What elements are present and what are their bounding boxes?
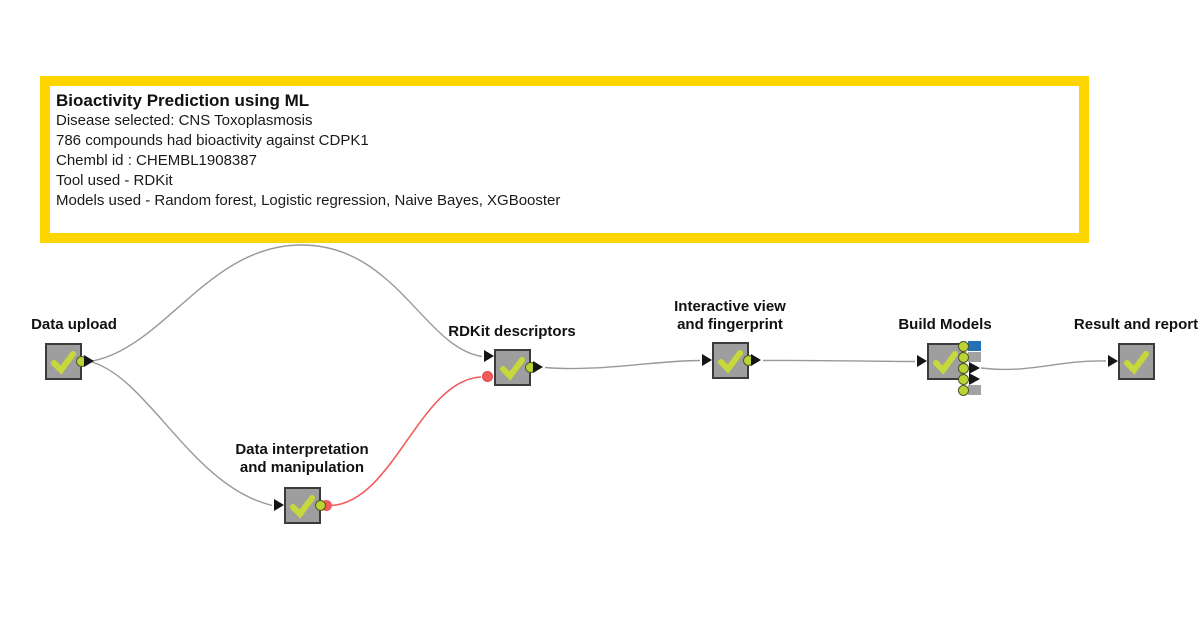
- wire-build-to-result[interactable]: [980, 360, 1107, 371]
- output-port-blue-square[interactable]: [968, 341, 981, 351]
- check-icon: [500, 357, 525, 381]
- output-port-dot[interactable]: [958, 340, 969, 352]
- node-rdkit-descriptors[interactable]: [482, 349, 543, 386]
- node-label-build-models: Build Models: [898, 316, 992, 333]
- wire-upload-to-interpretation[interactable]: [91, 361, 273, 507]
- node-build-models[interactable]: [917, 340, 981, 396]
- output-port-gray-square[interactable]: [968, 352, 981, 362]
- node-label-data-upload: Data upload: [31, 316, 117, 333]
- output-port-triangle[interactable]: [751, 354, 761, 366]
- annotation-line-chembl: Chembl id : CHEMBL1908387: [56, 152, 257, 169]
- input-port-triangle[interactable]: [484, 350, 494, 362]
- annotation-line-models: Models used - Random forest, Logistic re…: [56, 192, 561, 209]
- wire-rdkit-to-interactive[interactable]: [544, 359, 701, 370]
- node-label-data-interpretation: Data interpretation and manipulation: [235, 441, 369, 476]
- output-port-triangle[interactable]: [969, 373, 980, 385]
- input-port-red-dot[interactable]: [482, 371, 493, 382]
- check-icon: [933, 351, 958, 375]
- node-interactive-view[interactable]: [702, 342, 761, 379]
- annotation-line-disease: Disease selected: CNS Toxoplasmosis: [56, 112, 313, 129]
- node-label-rdkit-descriptors: RDKit descriptors: [448, 323, 576, 340]
- check-icon: [718, 350, 743, 374]
- annotation-line-compounds: 786 compounds had bioactivity against CD…: [56, 132, 369, 149]
- node-data-upload[interactable]: [45, 343, 94, 380]
- input-port-triangle[interactable]: [917, 355, 927, 367]
- node-label-interactive-view: Interactive view and fingerprint: [674, 298, 786, 333]
- check-icon: [1124, 351, 1149, 375]
- wire-upload-to-rdkit[interactable]: [91, 244, 483, 362]
- output-port-triangle[interactable]: [533, 361, 543, 373]
- output-port-dot[interactable]: [958, 373, 969, 385]
- annotation-title: Bioactivity Prediction using ML: [56, 91, 310, 110]
- node-data-interpretation[interactable]: [274, 487, 326, 524]
- check-icon: [290, 495, 315, 519]
- output-port-dot[interactable]: [958, 384, 969, 396]
- wire-interactive-to-build[interactable]: [762, 359, 916, 363]
- input-port-triangle[interactable]: [274, 499, 284, 511]
- annotation-line-tool: Tool used - RDKit: [56, 172, 173, 189]
- output-port-dot[interactable]: [315, 500, 326, 511]
- input-port-triangle[interactable]: [702, 354, 712, 366]
- node-result-and-report[interactable]: [1108, 343, 1155, 380]
- workflow-annotation-box[interactable]: Bioactivity Prediction using ML Disease …: [40, 76, 1089, 243]
- output-port-triangle[interactable]: [969, 362, 980, 374]
- wire-interpretation-to-rdkit[interactable]: [331, 376, 482, 507]
- check-icon: [51, 351, 76, 375]
- output-port-gray-square[interactable]: [968, 385, 981, 395]
- node-label-result-and-report: Result and report: [1073, 316, 1199, 333]
- output-port-dot[interactable]: [958, 351, 969, 363]
- output-port-dot[interactable]: [958, 362, 969, 374]
- input-port-triangle[interactable]: [1108, 355, 1118, 367]
- output-port-triangle[interactable]: [84, 355, 94, 367]
